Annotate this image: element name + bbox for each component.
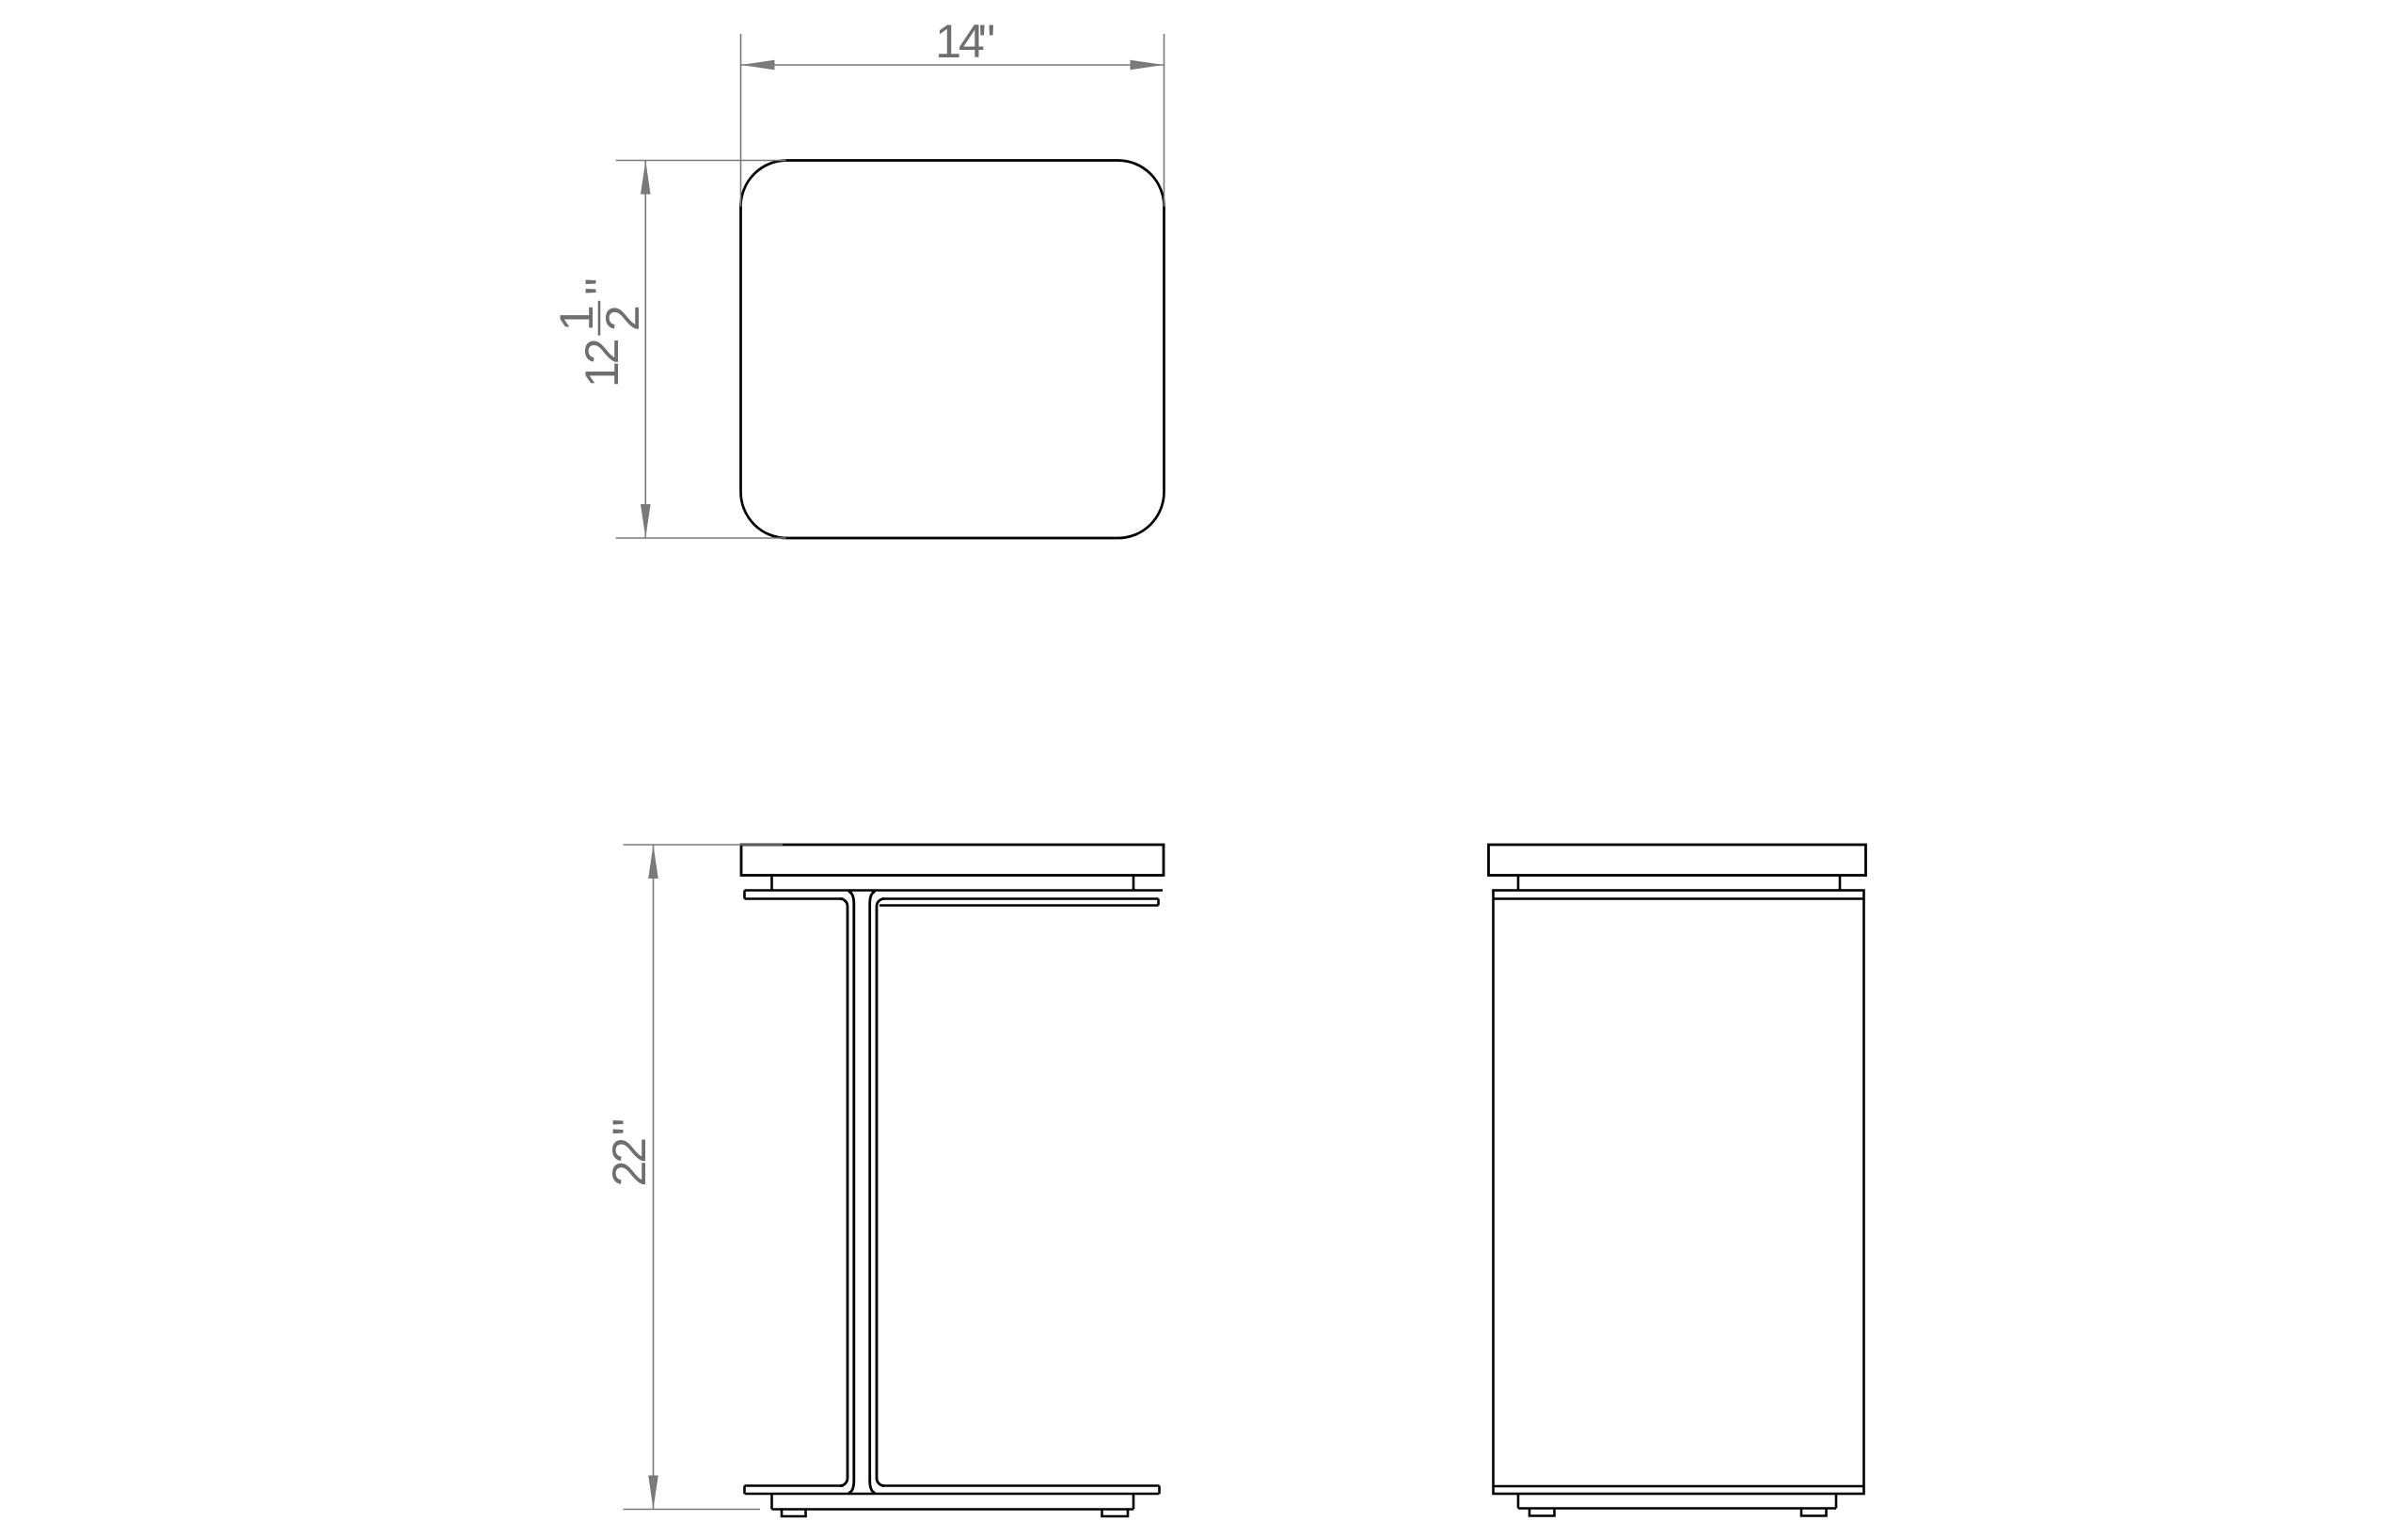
svg-text:12: 12 [576, 340, 628, 388]
svg-text:1: 1 [550, 305, 603, 331]
svg-text:22: 22 [603, 1139, 656, 1187]
svg-text:2: 2 [596, 305, 649, 331]
svg-text:'': '' [603, 1117, 656, 1135]
svg-text:'': '' [978, 15, 996, 68]
svg-text:'': '' [576, 277, 628, 295]
svg-text:14: 14 [935, 15, 984, 68]
